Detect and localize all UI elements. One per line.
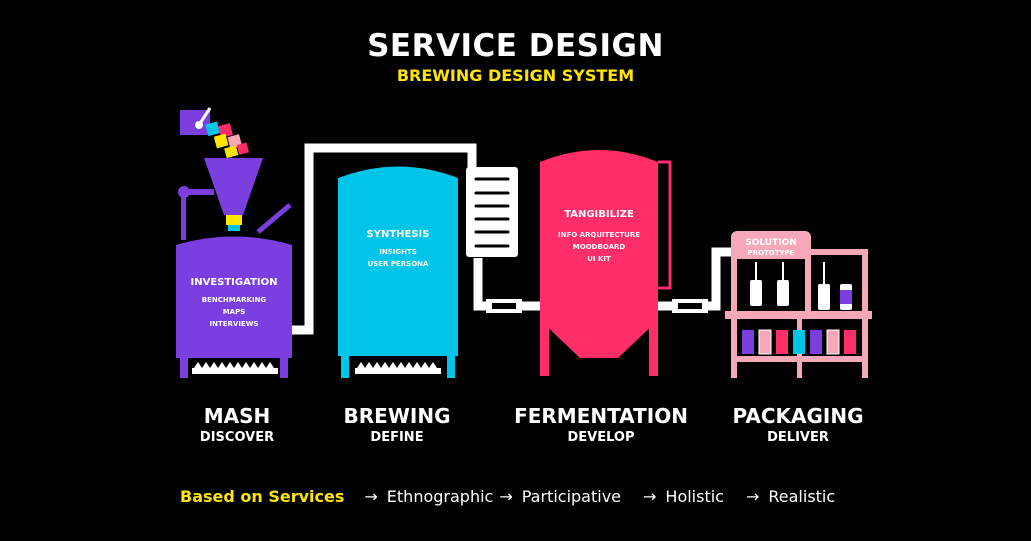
stage-name: MASH [203,404,271,428]
stage-brewing: BREWING DEFINE [297,404,497,445]
brewing-title: SYNTHESIS [367,229,430,240]
mash-title: INVESTIGATION [191,277,278,288]
heat-exchanger [466,167,518,257]
footer-principles: Based on Services → Ethnographic → Parti… [180,487,835,506]
stage-mash: MASH DISCOVER [137,404,337,445]
mash-item: BENCHMARKING [202,296,267,304]
stage-fermentation: FERMENTATION DEVELOP [486,404,716,445]
fermenter: TANGIBILIZE INFO ARQUITECTURE MOODBOARD … [540,150,672,376]
fermenter-item: UI KIT [587,255,611,263]
arrow-right-icon: → [745,487,760,506]
packaging-line: SOLUTION PROTOTYPE [725,231,872,378]
arrow-right-icon: → [643,487,657,506]
stage-name: BREWING [343,404,451,428]
fermenter-item: MOODBOARD [573,243,626,251]
stage-packaging: PACKAGING DELIVER [698,404,898,445]
fermenter-title: TANGIBILIZE [564,209,634,220]
stage-sub: DELIVER [767,430,829,445]
arrow-right-icon: → [499,487,513,506]
mash-item: MAPS [223,308,246,316]
stage-sub: DEFINE [370,430,424,445]
mash-tun: INVESTIGATION BENCHMARKING MAPS INTERVIE… [176,107,292,378]
stage-name: FERMENTATION [514,404,688,428]
sticky-notes [205,121,249,159]
footer-step: Holistic [665,487,724,506]
footer-step: Realistic [768,487,836,506]
pipe-valves [486,299,708,313]
packaging-title: SOLUTION [745,238,797,248]
arrow-right-icon: → [364,487,378,506]
mash-item: INTERVIEWS [210,320,259,328]
brewing-item: USER PERSONA [368,260,429,268]
packaging-item: PROTOTYPE [748,249,795,257]
page-subtitle: BREWING DESIGN SYSTEM [396,66,635,85]
stage-name: PACKAGING [732,404,864,428]
stage-sub: DEVELOP [567,430,635,445]
cans [742,329,856,355]
footer-lead: Based on Services [180,487,345,506]
page-title: SERVICE DESIGN [367,28,664,64]
brewing-item: INSIGHTS [379,248,417,256]
fermenter-item: INFO ARQUITECTURE [558,231,640,239]
stage-sub: DISCOVER [199,430,275,445]
brewing-kettle: SYNTHESIS INSIGHTS USER PERSONA [338,166,458,378]
footer-step: Ethnographic [386,487,494,506]
footer-step: Participative [521,487,621,506]
